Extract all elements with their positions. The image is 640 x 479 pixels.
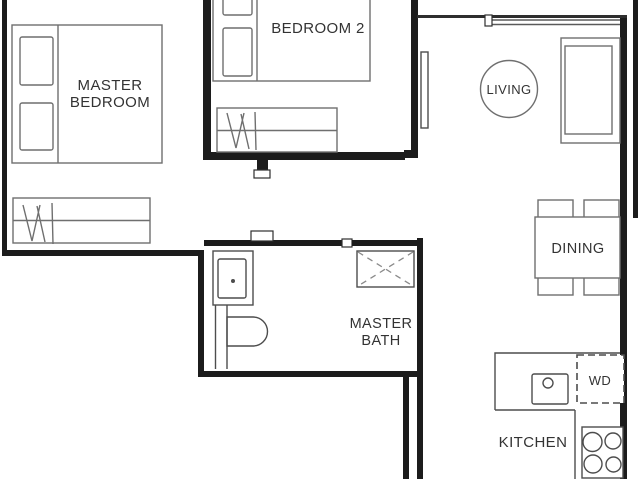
dining-label: DINING	[551, 241, 604, 257]
wall-bottom-left	[2, 250, 204, 256]
stove-burner	[605, 456, 622, 473]
wall-bath-top-left	[204, 240, 342, 246]
master-bedroom	[11, 24, 163, 245]
wall-bedrooms-divider	[203, 0, 211, 160]
dining-chair	[537, 199, 574, 220]
kitchen-sink	[531, 373, 569, 405]
bedroom2-pillow	[222, 0, 253, 16]
washer-dryer	[576, 354, 625, 404]
living-room	[420, 37, 621, 144]
living-label: LIVING	[486, 82, 531, 97]
master-bath-label-line2: BATH	[361, 333, 400, 349]
living-window	[484, 14, 620, 27]
bedroom2-bed	[212, 0, 371, 82]
toilet	[226, 316, 269, 347]
stove-burner	[583, 454, 603, 474]
sofa	[560, 37, 621, 144]
wall-top-living	[417, 15, 627, 18]
wall-outer-lower-left	[403, 371, 409, 479]
bedroom2-pillow	[222, 27, 253, 77]
master-bed-pillow	[19, 36, 54, 86]
window-end-cap	[484, 14, 493, 27]
hanger-icon	[226, 111, 257, 151]
master-bedroom-label-line1: MASTER	[78, 77, 143, 94]
kitchen-label: KITCHEN	[499, 434, 568, 451]
dining-chair	[537, 275, 574, 296]
master-bedroom-label-line2: BEDROOM	[70, 94, 150, 111]
master-bath-label-line1: MASTER	[350, 316, 413, 332]
kitchen-faucet	[542, 377, 554, 389]
wall-foyer-living-foot	[404, 150, 418, 158]
wall-foyer-living	[411, 0, 418, 156]
wall-bath-top-cap	[341, 238, 353, 248]
stove	[581, 426, 624, 479]
master-bath	[212, 250, 415, 369]
shower	[356, 250, 415, 288]
wall-bath-bottom	[198, 371, 423, 377]
wall-bath-left	[198, 253, 204, 377]
room-labels: MASTER BEDROOM BEDROOM 2 LIVING DINING M…	[70, 20, 611, 451]
dining-chair	[583, 199, 620, 220]
wall-bedroom2-bottom	[203, 152, 405, 160]
wall-hall-stub	[257, 152, 268, 172]
dining-area	[534, 199, 621, 296]
hanger-icon	[22, 202, 54, 245]
dining-table	[534, 216, 621, 279]
wall-bath-door-jamb	[250, 230, 274, 242]
bedroom-2	[212, 0, 371, 153]
master-bed-pillow	[19, 102, 54, 151]
sofa-seat	[564, 45, 613, 135]
washer-dryer-label: WD	[589, 373, 611, 388]
wall-right-outer	[620, 15, 627, 479]
living-label-circle	[479, 59, 539, 119]
wall-outside-right	[633, 0, 638, 218]
stove-burner	[604, 432, 622, 450]
bath-sink-drain	[231, 279, 235, 283]
dining-chair	[583, 275, 620, 296]
wall-left-outer	[2, 0, 7, 256]
wall-kitchen-left	[417, 238, 423, 479]
master-bed	[11, 24, 163, 164]
bedroom2-label: BEDROOM 2	[271, 20, 365, 37]
bath-vanity	[212, 250, 254, 306]
stove-burner	[582, 431, 603, 453]
wall-bath-top-right	[352, 240, 423, 246]
wall-hall-stub-cap	[253, 169, 271, 179]
bath-sink-basin	[217, 258, 247, 299]
kitchen	[494, 352, 625, 479]
kitchen-counter	[494, 352, 620, 479]
entry-door-leaf	[420, 51, 429, 129]
